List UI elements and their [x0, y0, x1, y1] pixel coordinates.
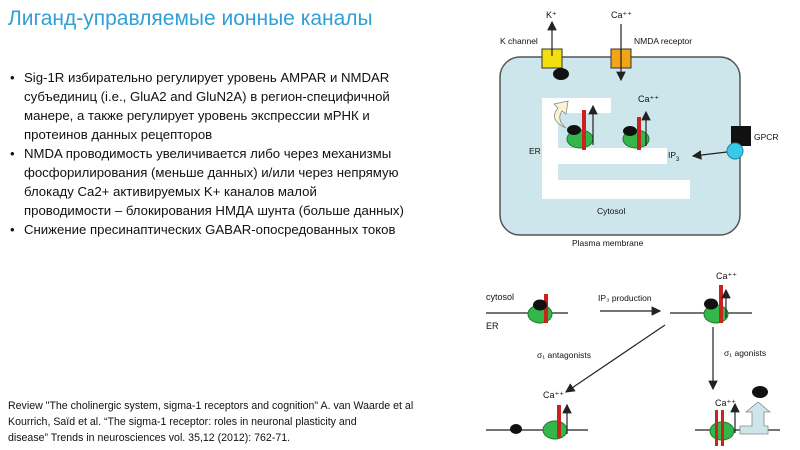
- gpcr: [731, 126, 751, 146]
- reference-line: Kourrich, Saïd et al. “The sigma-1 recep…: [8, 416, 357, 428]
- sigma1-bl: [533, 299, 547, 311]
- ca-ion-label: Ca⁺⁺: [611, 10, 632, 20]
- k-ion-label: K⁺: [546, 10, 557, 20]
- ip3-label-sub: 3: [676, 157, 680, 163]
- er-bottom-label: ER: [486, 321, 499, 331]
- ca-top-right-label: Ca⁺⁺: [716, 271, 737, 281]
- cytosol-bottom-label: cytosol: [486, 292, 514, 302]
- bullet-text: NMDA проводимость увеличивается либо чер…: [24, 146, 404, 218]
- plasma-membrane-label: Plasma membrane: [572, 238, 644, 248]
- sigma1-left: [567, 125, 581, 135]
- sigma1-right: [623, 126, 637, 136]
- er-label: ER: [529, 146, 541, 156]
- ip3r-red-left: [582, 110, 586, 150]
- ip3r-red-br: [719, 285, 723, 323]
- sigma1-cr: [752, 386, 768, 398]
- slide-title: Лиганд-управляемые ионные каналы: [8, 7, 373, 30]
- cytosol-label: Cytosol: [597, 206, 625, 216]
- sigma1-k-channel: [553, 68, 569, 80]
- ip3r-red-cr-1: [715, 410, 718, 446]
- sigma1-free: [510, 424, 522, 434]
- ip3r-green-cr: [709, 421, 735, 441]
- nmda-channel: [610, 48, 632, 69]
- ip3r-green-br: [703, 304, 729, 324]
- ip3-label-main: IP: [668, 150, 676, 160]
- ip3-arrow: [691, 150, 728, 160]
- bullet-list: • Sig-1R избирательно регулирует уровень …: [10, 68, 405, 239]
- ca-bottom-left-label: Ca⁺⁺: [543, 390, 564, 400]
- bullet-item: • Sig-1R избирательно регулирует уровень …: [10, 68, 405, 144]
- bullet-text: Sig-1R избирательно регулирует уровень A…: [24, 70, 390, 142]
- bullet-text: Снижение пресинаптических GABAR-опосредо…: [24, 222, 396, 237]
- ip3r-red-bl: [544, 294, 548, 323]
- ip3r-red-cr-2: [721, 410, 724, 446]
- ip3-production-label: IP₃ production: [598, 293, 652, 303]
- ip3r-green-cl: [542, 420, 568, 440]
- ca-inner-label: Ca⁺⁺: [638, 94, 659, 104]
- ca-bottom-right-label: Ca⁺⁺: [715, 398, 736, 408]
- translocation-arrow: [553, 100, 569, 129]
- ip3r-green-left: [566, 129, 594, 149]
- bullet-item: • NMDA проводимость увеличивается либо че…: [10, 144, 405, 220]
- ip3r-red-right: [637, 117, 641, 150]
- bullet-marker: •: [10, 70, 15, 85]
- bullet-marker: •: [10, 146, 15, 161]
- references: Review "The cholinergic system, sigma-1 …: [8, 398, 488, 446]
- reference-line: Review "The cholinergic system, sigma-1 …: [8, 400, 414, 412]
- cell-body: [499, 56, 741, 236]
- antagonists-arrow: [565, 324, 666, 393]
- reference-line: disease” Trends in neurosciences vol. 35…: [8, 432, 291, 444]
- bullet-marker: •: [10, 222, 15, 237]
- ip3r-green-bl: [527, 304, 553, 324]
- gpcr-label: GPCR: [754, 132, 779, 142]
- k-channel-label: K channel: [500, 36, 538, 46]
- k-channel: [541, 48, 563, 69]
- ip3-label: IP3: [668, 150, 680, 163]
- ip3r-red-cl: [557, 405, 561, 438]
- ip3-circle: [726, 142, 744, 160]
- agonists-label: σ₁ agonists: [724, 348, 766, 358]
- ip3r-green-right: [622, 129, 650, 149]
- sigma1-br: [704, 298, 718, 310]
- antagonists-label: σ₁ antagonists: [537, 350, 591, 360]
- upregulation-arrow: [739, 401, 772, 435]
- bullet-item: • Снижение пресинаптических GABAR-опосред…: [10, 220, 405, 239]
- nmda-receptor-label: NMDA receptor: [634, 36, 692, 46]
- er-structure: [542, 98, 690, 199]
